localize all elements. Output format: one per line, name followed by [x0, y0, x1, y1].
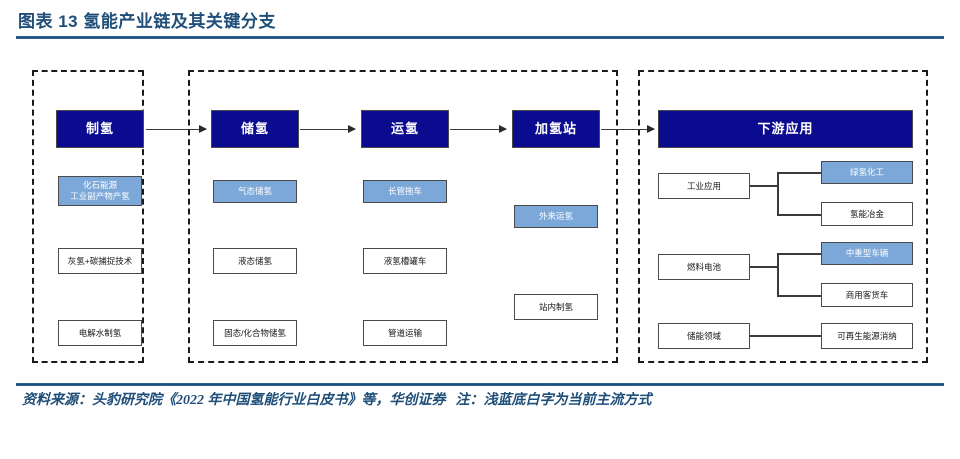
node-refueling-item-0[interactable]: 外来运氢	[514, 205, 598, 228]
node-storage-item-1[interactable]: 液态储氢	[213, 248, 297, 274]
connector-branch-0-bottom	[777, 214, 822, 216]
node-production-item-1[interactable]: 灰氢+碳捕捉技术	[58, 248, 142, 274]
stage-header-downstream[interactable]: 下游应用	[658, 110, 913, 148]
node-downstream-branch-0-child-1[interactable]: 氢能冶金	[821, 202, 913, 226]
node-storage-item-2[interactable]: 固态/化合物储氢	[213, 320, 297, 346]
node-downstream-branch-0-parent[interactable]: 工业应用	[658, 173, 750, 199]
arrow-production-to-storage	[146, 125, 207, 133]
node-downstream-branch-1-parent[interactable]: 燃料电池	[658, 254, 750, 280]
stage-header-transport[interactable]: 运氢	[361, 110, 449, 148]
page-title: 图表 13 氢能产业链及其关键分支	[18, 12, 276, 31]
node-transport-item-2[interactable]: 管道运输	[363, 320, 447, 346]
region-production	[32, 70, 144, 363]
region-storage-transport-refuel	[188, 70, 618, 363]
node-refueling-item-1[interactable]: 站内制氢	[514, 294, 598, 320]
node-transport-item-0[interactable]: 长管拖车	[363, 180, 447, 203]
stage-header-production[interactable]: 制氢	[56, 110, 144, 148]
connector-branch-2-stem	[750, 335, 821, 337]
connector-branch-1-stem	[750, 266, 778, 268]
node-downstream-branch-0-child-0[interactable]: 绿氢化工	[821, 161, 913, 184]
stage-header-storage[interactable]: 储氢	[211, 110, 299, 148]
connector-branch-1-top	[777, 253, 822, 255]
title-divider-rule	[16, 36, 944, 39]
arrow-storage-to-transport	[300, 125, 356, 133]
node-transport-item-1[interactable]: 液氢槽罐车	[363, 248, 447, 274]
connector-branch-0-stem	[750, 185, 778, 187]
footer-note-text: 注：浅蓝底白字为当前主流方式	[455, 393, 652, 408]
node-downstream-branch-1-child-0[interactable]: 中重型车辆	[821, 242, 913, 265]
connector-branch-1-spine	[777, 253, 779, 296]
connector-branch-0-spine	[777, 172, 779, 215]
footer-source-text: 资料来源：头豹研究院《2022 年中国氢能行业白皮书》等，华创证券	[22, 393, 446, 408]
connector-branch-0-top	[777, 172, 822, 174]
footer-divider-rule	[16, 383, 944, 386]
node-production-item-2[interactable]: 电解水制氢	[58, 320, 142, 346]
node-downstream-branch-2-child-0[interactable]: 可再生能源消纳	[821, 323, 913, 349]
arrow-refueling-to-downstream	[601, 125, 655, 133]
node-production-item-0[interactable]: 化石能源 工业副产物产氢	[58, 176, 142, 206]
footer-source-note: 资料来源：头豹研究院《2022 年中国氢能行业白皮书》等，华创证券注：浅蓝底白字…	[22, 389, 942, 409]
node-downstream-branch-1-child-1[interactable]: 商用客货车	[821, 283, 913, 307]
stage-header-refueling[interactable]: 加氢站	[512, 110, 600, 148]
node-storage-item-0[interactable]: 气态储氢	[213, 180, 297, 203]
region-downstream	[638, 70, 928, 363]
arrow-transport-to-refueling	[450, 125, 507, 133]
connector-branch-1-bottom	[777, 295, 822, 297]
node-downstream-branch-2-parent[interactable]: 储能领域	[658, 323, 750, 349]
